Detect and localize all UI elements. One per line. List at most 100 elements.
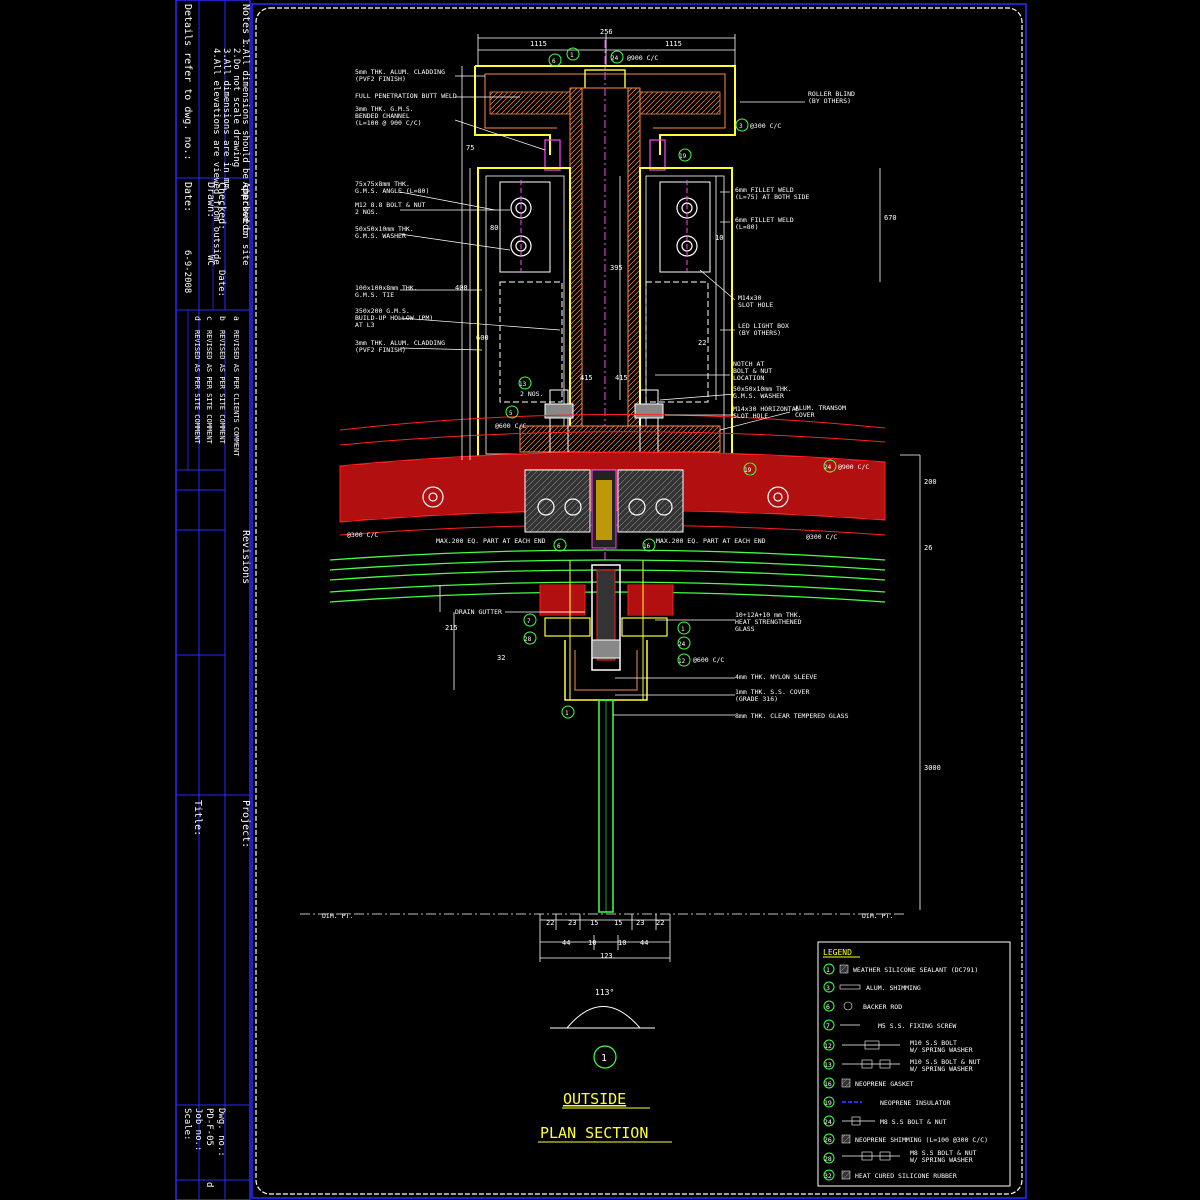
lbl-l3: 3mm THK. G.M.S.	[355, 105, 414, 113]
dim-right-26: 26	[924, 544, 932, 552]
revisions-label: Revisions	[240, 530, 251, 584]
marker-13: 13	[518, 376, 532, 390]
project-label: Project:	[240, 800, 251, 848]
drawn-label: Drawn:	[205, 182, 216, 218]
marker-1b: 1	[677, 621, 691, 635]
legend-item-7: 7 M5 S.S. FIXING SCREW	[823, 1019, 956, 1031]
c-300-right: @300 C/C	[750, 122, 781, 130]
svg-text:32: 32	[824, 1172, 832, 1180]
section-marker: 1	[601, 1053, 607, 1064]
dim-mid-vert: 395	[610, 264, 623, 272]
rev-b-desc: REVISED AS PER SITE COMMENT	[218, 330, 226, 445]
lbl-r15: M14x30 HORIZONTAL	[733, 405, 800, 413]
scale-label: Scale:	[182, 1108, 192, 1141]
title-block: Details refer to dwg. no.: Notes : 1.All…	[175, 0, 251, 1200]
marker-6b: 6	[553, 538, 567, 552]
svg-text:NEOPRENE GASKET: NEOPRENE GASKET	[855, 1080, 914, 1088]
dimension-lines	[300, 34, 921, 962]
glass-3: GLASS	[735, 625, 755, 633]
legend-item-28: 28 M8 S.S BOLT & NUT W/ SPRING WASHER	[823, 1149, 977, 1164]
svg-text:W/ SPRING WASHER: W/ SPRING WASHER	[910, 1065, 973, 1073]
svg-text:19: 19	[744, 467, 752, 474]
lbl-r10: NOTCH AT	[733, 360, 764, 368]
lbl-r8: LED LIGHT BOX	[738, 322, 789, 330]
drawing-frame	[251, 3, 1027, 1199]
dim-bot-123: 123	[600, 952, 613, 960]
c-900-right: @900 C/C	[838, 463, 869, 471]
lbl-r0: ROLLER BLIND	[808, 90, 855, 98]
title-label: Title:	[192, 800, 203, 836]
rev-value: d	[204, 1182, 214, 1187]
rev-a-desc: REVISED AS PER CLIENTS COMMENT	[232, 330, 240, 457]
outside-label: OUTSIDE	[563, 1090, 626, 1108]
c-300-lower-right: @300 C/C	[806, 533, 837, 541]
nylon-sleeve: 4mm THK. NYLON SLEEVE	[735, 673, 817, 681]
rev-c-desc: REVISED AS PER SITE COMMENT	[205, 330, 213, 445]
lbl-r4: 6mm FILLET WELD	[735, 216, 794, 224]
lbl-r11: BOLT & NUT	[733, 367, 772, 375]
marker-28: 28	[523, 631, 537, 645]
legend-item-12: 12 M10 S.S BOLT W/ SPRING WASHER	[823, 1039, 973, 1054]
ss-cover-1: 1mm THK. S.S. COVER	[735, 688, 809, 696]
svg-text:WEATHER SILICONE SEALANT (DC79: WEATHER SILICONE SEALANT (DC791)	[853, 966, 978, 974]
glass-1: 10+12A+10 mm THK.	[735, 611, 802, 619]
lbl-l14: 350x200 G.M.S.	[355, 307, 410, 315]
svg-text:12: 12	[824, 1042, 832, 1050]
lbl-r6: M14x30	[738, 294, 762, 302]
glass-2: HEAT STRENGTHENED	[735, 618, 802, 626]
lbl-r1: (BY OTHERS)	[808, 97, 851, 105]
legend: LEGEND 1 WEATHER SILICONE SEALANT (DC791…	[817, 941, 1011, 1187]
svg-text:26: 26	[824, 1136, 832, 1144]
dim-bot-23b: 23	[636, 919, 644, 927]
lbl-l10: 50x50x10mm THK.	[355, 225, 414, 233]
svg-text:6: 6	[557, 543, 561, 550]
rev-a: a	[232, 316, 241, 321]
dim-right-10: 10	[715, 234, 723, 242]
svg-text:ALUM. SHIMMING: ALUM. SHIMMING	[866, 984, 921, 992]
legend-item-19: 19 NEOPRENE INSULATOR	[823, 1096, 951, 1108]
lbl-r2: 6mm FILLET WELD	[735, 186, 794, 194]
note-2: 2.Do not scale drawing	[231, 48, 241, 167]
svg-text:6: 6	[552, 58, 556, 65]
approved-label: Approved:	[240, 182, 251, 236]
svg-text:1: 1	[565, 710, 569, 717]
legend-item-6: 6 BACKER ROD	[823, 1000, 902, 1012]
dwg-no-value: PD-F-05	[204, 1108, 214, 1146]
rev-d: d	[193, 316, 202, 321]
lbl-r7: SLOT HOLE	[738, 301, 773, 309]
marker-1: 1	[566, 47, 580, 61]
dim-pt-left: DIM. PT.	[322, 912, 353, 920]
labels-right: ROLLER BLIND (BY OTHERS) 6mm FILLET WELD…	[733, 90, 855, 420]
lbl-l9: 2 NOS.	[355, 208, 378, 216]
dim-left-600: 600	[476, 334, 489, 342]
c-600-b: @600 C/C	[693, 656, 724, 664]
dwg-no-label: Dwg. no.:	[216, 1108, 226, 1157]
svg-text:3: 3	[739, 123, 743, 130]
max-right: MAX.200 EQ. PART AT EACH END	[656, 537, 766, 545]
lbl-l5: (L=100 @ 900 C/C)	[355, 119, 422, 127]
dim-right-3000: 3000	[924, 764, 941, 772]
lbl-r18: COVER	[795, 411, 815, 419]
note-4: 4.All elevations are viewed from outside	[211, 48, 221, 265]
svg-text:5: 5	[509, 410, 513, 417]
dim-mid-415b: 415	[615, 374, 628, 382]
c-900-top: @900 C/C	[627, 54, 658, 62]
c-600-left: @600 C/C	[495, 422, 526, 430]
dim-angle: 113°	[595, 988, 614, 997]
dim-mid-415a: 415	[580, 374, 593, 382]
lbl-l17: 3mm THK. ALUM. CLADDING	[355, 339, 445, 347]
svg-text:19: 19	[679, 153, 687, 160]
svg-text:BACKER ROD: BACKER ROD	[863, 1003, 902, 1011]
dim-right-670: 670	[884, 214, 897, 222]
svg-text:W/ SPRING WASHER: W/ SPRING WASHER	[910, 1046, 973, 1054]
legend-item-26: 26 NEOPRENE SHIMMING (L=100 @300 C/C)	[823, 1133, 988, 1145]
job-no-label: Job no.:	[193, 1108, 203, 1151]
top-cladding	[474, 40, 736, 560]
lbl-l15: BUILD-UP HOLLOW (PM)	[355, 314, 433, 322]
outside-arc: 1	[550, 1006, 655, 1069]
lbl-l12: 100x100x8mm THK.	[355, 284, 418, 292]
svg-text:M10 S.S BOLT & NUT: M10 S.S BOLT & NUT	[910, 1058, 981, 1066]
svg-text:1: 1	[826, 966, 830, 974]
legend-item-13: 13 M10 S.S BOLT & NUT W/ SPRING WASHER	[823, 1058, 981, 1073]
lbl-r5: (L=80)	[735, 223, 758, 231]
